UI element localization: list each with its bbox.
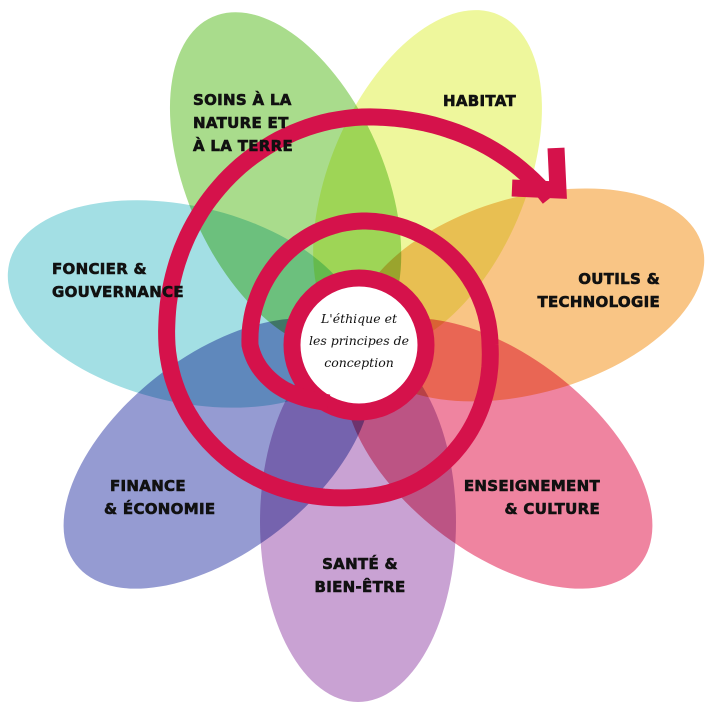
label-soins-nature: SOINS À LA NATURE ET À LA TERRE [193,89,293,158]
center-label: L'éthique et les principes de conception [300,308,418,374]
label-foncier: FONCIER & GOUVERNANCE [52,258,184,304]
label-line: FINANCE [110,477,186,496]
label-line: HABITAT [443,92,517,111]
label-line: & CULTURE [504,500,600,519]
label-line: À LA TERRE [193,137,294,156]
center-line: L'éthique et [320,311,398,326]
petal-foncier [7,200,362,408]
label-line: GOUVERNANCE [52,283,184,302]
spiral-arrow [158,108,567,507]
label-outils: OUTILS & TECHNOLOGIE [537,268,660,314]
label-line: ENSEIGNEMENT [463,477,600,496]
arrow-head-icon [511,147,567,199]
label-habitat: HABITAT [443,90,516,113]
label-enseignement: ENSEIGNEMENT & CULTURE [464,475,600,521]
center-circle [300,286,418,404]
spiral-path [158,108,557,507]
label-line: SOINS À LA [193,91,292,110]
label-line: NATURE ET [193,114,289,133]
label-line: TECHNOLOGIE [537,293,660,312]
label-sante: SANTÉ & BIEN-ÊTRE [300,553,420,599]
label-line: FONCIER & [52,260,147,279]
label-finance: FINANCE & ÉCONOMIE [104,475,216,521]
inner-ring [283,269,435,421]
center-line: les principes de [309,333,409,348]
label-line: BIEN-ÊTRE [314,578,406,597]
center-line: conception [324,355,394,370]
label-line: & ÉCONOMIE [104,500,216,519]
label-line: OUTILS & [578,270,660,289]
label-line: SANTÉ & [322,555,398,574]
